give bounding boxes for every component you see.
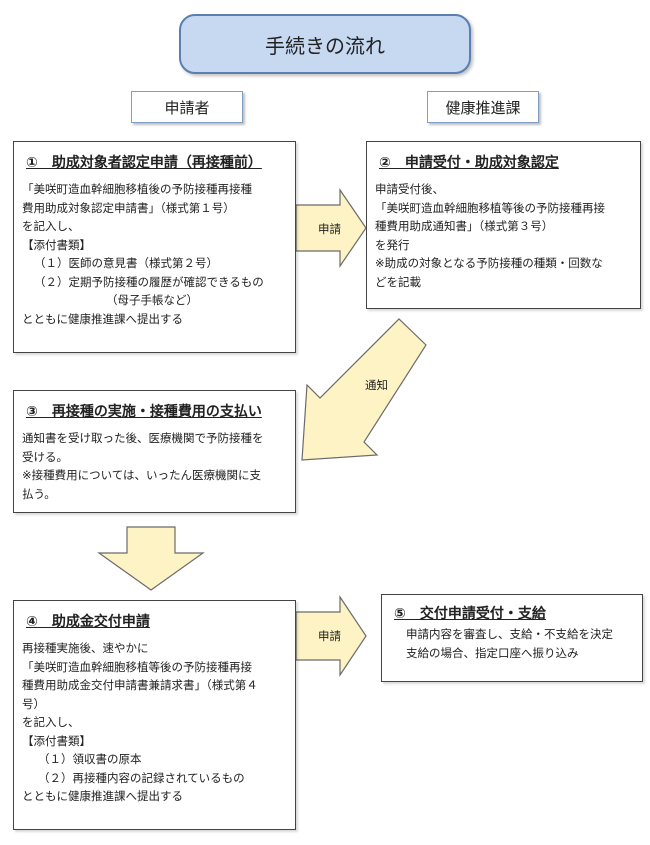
step1-line: （２）定期予防接種の履歴が確認できるもの <box>34 274 264 289</box>
step1-line: （母子手帳など） <box>106 293 198 307</box>
flow-title: 手続きの流れ <box>179 14 471 74</box>
step2-line: を発行 <box>375 237 410 252</box>
step2-line: どを記載 <box>375 274 421 289</box>
step4-line: 「美咲町造血幹細胞移植等後の予防接種再接 <box>22 659 252 674</box>
role-health-office: 健康推進課 <box>427 91 539 123</box>
step4-line: 号） <box>22 696 45 711</box>
arrow-apply-2 <box>295 595 367 677</box>
arrow-notify <box>301 318 427 461</box>
arrow-apply-1 <box>295 188 367 268</box>
step5-box: ⑤ 交付申請受付・支給 申請内容を審査し、支給・不支給を決定 支給の場合、指定口… <box>381 594 643 682</box>
step4-line: 【添付書類】 <box>22 733 91 748</box>
arrow-apply-2-label: 申請 <box>318 629 341 643</box>
step5-line: 申請内容を審査し、支給・不支給を決定 <box>406 627 613 641</box>
step4-title: ④ 助成金交付申請 <box>26 614 150 630</box>
step4-box: ④ 助成金交付申請 再接種実施後、速やかに 「美咲町造血幹細胞移植等後の予防接種… <box>13 600 296 830</box>
step1-line: を記入し、 <box>22 219 80 233</box>
step1-line: 「美咲町造血幹細胞移植後の予防接種再接種 <box>22 182 252 196</box>
arrow-notify-label: 通知 <box>365 378 388 392</box>
step1-line: 費用助成対象認定申請書」（様式第１号） <box>22 200 235 215</box>
step4-line: とともに健康推進課へ提出する <box>22 789 183 803</box>
role-applicant: 申請者 <box>131 91 243 123</box>
step3-line: 払う。 <box>22 486 56 501</box>
step4-line: 種費用助成金交付申請書兼請求書」（様式第４ <box>22 678 258 692</box>
step4-line: 再接種実施後、速やかに <box>22 641 149 655</box>
step2-title: ② 申請受付・助成対象認定 <box>379 155 559 171</box>
arrow-down <box>97 526 205 591</box>
step2-box: ② 申請受付・助成対象認定 申請受付後、 「美咲町造血幹細胞移植等後の予防接種再… <box>366 141 641 309</box>
step3-title: ③ 再接種の実施・接種費用の支払い <box>26 404 262 420</box>
step1-line: （１）医師の意見書（様式第２号） <box>34 256 218 270</box>
step4-line: （２）再接種内容の記録されているもの <box>38 770 245 785</box>
arrow-apply-1-label: 申請 <box>318 222 341 236</box>
step5-title: ⑤ 交付申請受付・支給 <box>394 606 546 622</box>
step3-line: ※接種費用については、いったん医療機関に支 <box>22 468 262 482</box>
step2-line: ※助成の対象となる予防接種の種類・回数な <box>375 256 603 270</box>
step4-line: を記入し、 <box>22 715 80 729</box>
step5-line: 支給の場合、指定口座へ振り込み <box>406 645 579 660</box>
step2-line: 「美咲町造血幹細胞移植等後の予防接種再接 <box>375 200 605 215</box>
step3-line: 通知書を受け取った後、医療機関で予防接種を <box>22 431 264 445</box>
step3-line: 受ける。 <box>22 449 68 464</box>
step1-line: とともに健康推進課へ提出する <box>22 311 183 326</box>
step4-line: （１）領収書の原本 <box>38 752 142 766</box>
step1-box: ① 助成対象者認定申請（再接種前） 「美咲町造血幹細胞移植後の予防接種再接種 費… <box>13 141 296 353</box>
step2-line: 種費用助成通知書」（様式第３号） <box>375 219 554 233</box>
step2-line: 申請受付後、 <box>375 182 444 196</box>
step3-box: ③ 再接種の実施・接種費用の支払い 通知書を受け取った後、医療機関で予防接種を … <box>13 390 296 513</box>
step1-title: ① 助成対象者認定申請（再接種前） <box>26 155 262 171</box>
step1-line: 【添付書類】 <box>22 237 91 252</box>
